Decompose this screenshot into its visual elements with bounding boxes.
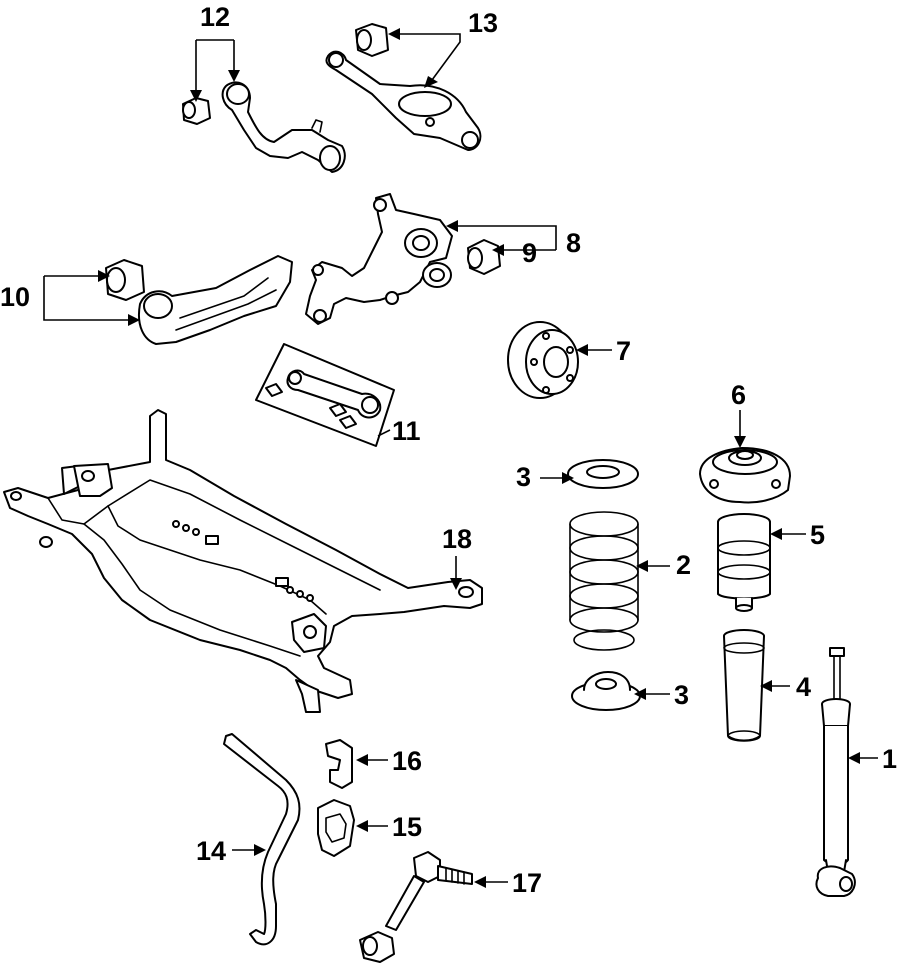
callout-2: 2 <box>676 550 691 580</box>
leader-lines <box>43 28 878 888</box>
callout-3-lower: 3 <box>674 680 689 710</box>
callout-11: 11 <box>392 416 421 446</box>
part-15-bushing <box>317 799 355 857</box>
callout-4: 4 <box>796 672 811 702</box>
callout-12: 12 <box>200 2 230 32</box>
callout-17: 17 <box>512 868 542 898</box>
part-17-stabilizer-link <box>359 851 473 963</box>
part-3-lower-spring-seat <box>571 671 641 711</box>
part-16-bracket <box>325 739 353 789</box>
rear-subframe <box>3 409 483 713</box>
part-7-wheel-hub <box>507 321 579 399</box>
part-3-upper-spring-seat <box>567 459 639 489</box>
callout-6: 6 <box>731 380 746 410</box>
callout-14: 14 <box>196 836 226 866</box>
callout-18: 18 <box>442 524 472 554</box>
part-12-upper-arm <box>221 81 346 173</box>
callout-labels: 12 13 8 9 10 11 7 6 3 2 5 3 4 1 18 16 15… <box>0 2 897 898</box>
part-11-link-kit <box>255 343 395 447</box>
callout-15: 15 <box>392 812 422 842</box>
part-10-bushing <box>105 259 145 301</box>
callout-7: 7 <box>616 336 631 366</box>
part-6-strut-mount <box>699 447 791 504</box>
callout-1: 1 <box>882 744 897 774</box>
part-8-knuckle <box>305 193 453 325</box>
callout-5: 5 <box>810 520 825 550</box>
part-1-shock-absorber <box>815 647 856 897</box>
callout-3-upper: 3 <box>516 462 531 492</box>
part-2-coil-spring <box>569 511 639 651</box>
callout-16: 16 <box>392 746 422 776</box>
callout-9: 9 <box>522 238 537 268</box>
callout-13: 13 <box>468 8 498 38</box>
part-10-trailing-arm <box>138 255 293 345</box>
callout-8: 8 <box>566 228 581 258</box>
part-9-bushing <box>467 239 501 275</box>
part-13-lower-arm <box>325 50 482 151</box>
part-4-dust-boot <box>723 629 765 742</box>
part-5-bump-stop <box>717 513 771 612</box>
part-14-stabilizer-bar <box>223 733 301 946</box>
callout-10: 10 <box>0 282 30 312</box>
part-13-bushing <box>355 23 389 57</box>
part-12-bushing <box>182 97 211 125</box>
